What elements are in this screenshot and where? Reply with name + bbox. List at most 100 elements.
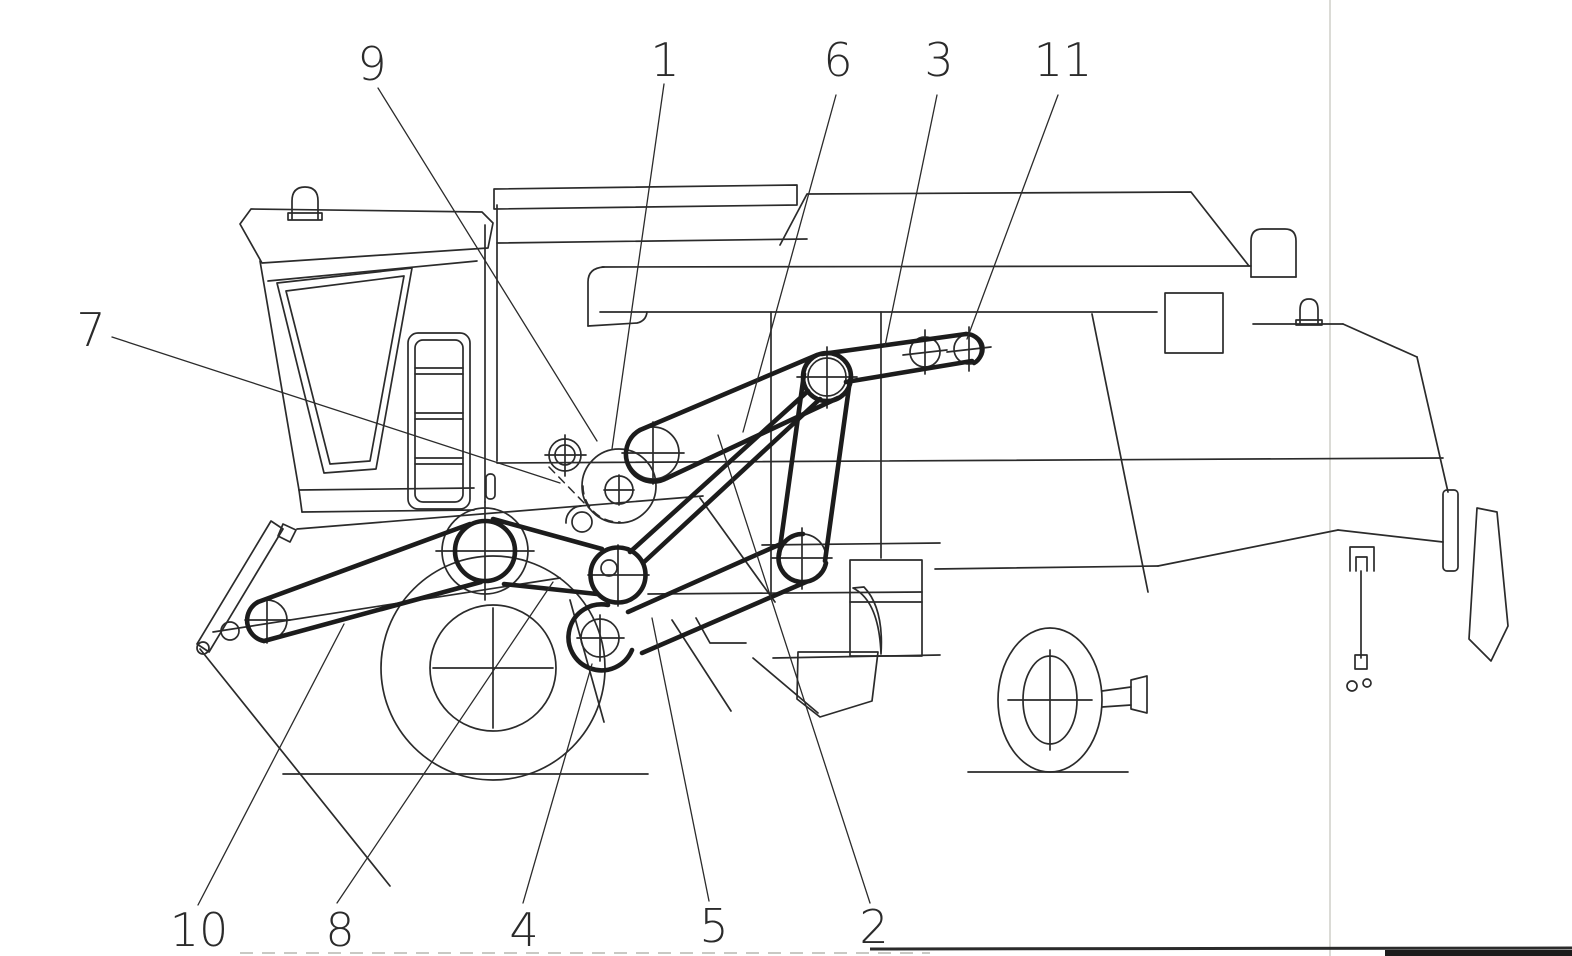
- cab-step: [301, 509, 475, 513]
- body-mid-line: [496, 457, 1444, 464]
- part-label-5: 5: [699, 899, 728, 953]
- chopper-bin: [796, 651, 879, 718]
- part-label-4: 4: [509, 903, 538, 956]
- machine-drawing: [196, 0, 1572, 956]
- belt-counter-bottom: [843, 358, 975, 385]
- bottom-border: [869, 946, 1572, 951]
- front-wheel-rim: [429, 604, 557, 732]
- line: [934, 565, 1159, 570]
- line: [752, 657, 819, 714]
- polyline: [1355, 556, 1368, 572]
- rear-beacon-base: [1295, 319, 1323, 326]
- belt-header-bottom: [261, 579, 484, 644]
- deck-underline: [496, 238, 808, 244]
- auger-elbow-bottom: [587, 311, 648, 327]
- leader-line-1: [611, 83, 665, 450]
- hitch-bracket: [1349, 546, 1375, 572]
- path: [566, 602, 635, 673]
- grab-handle: [485, 473, 496, 500]
- ladder-inner: [414, 339, 464, 503]
- leader-line-11: [966, 94, 1059, 340]
- path: [244, 599, 267, 644]
- belt-upper-mid-b: [640, 396, 823, 566]
- belt-upper-mid-a: [627, 388, 811, 555]
- part-label-10: 10: [170, 903, 229, 956]
- line: [1101, 704, 1132, 708]
- tensioner-link: [548, 466, 591, 510]
- belt-drum-mid-bottom: [501, 581, 600, 597]
- cab-roof-rail: [267, 260, 478, 282]
- leader-line-10: [197, 623, 345, 906]
- cab-window-outer: [276, 267, 413, 474]
- ladder-frame: [407, 332, 471, 510]
- circle: [600, 559, 618, 577]
- belt-upper-right-b: [822, 377, 853, 564]
- auger-spout: [1164, 292, 1224, 354]
- variator-housing: [581, 448, 657, 524]
- leader-lines: [111, 83, 1059, 906]
- tank-rear-wall: [1091, 313, 1149, 593]
- belt-bottom-right-b: [639, 579, 809, 656]
- rear-axle-cap: [1130, 675, 1148, 714]
- line: [1101, 686, 1132, 692]
- deflector-blade: [852, 586, 883, 655]
- path: [565, 505, 582, 524]
- cab-beacon-base: [287, 212, 323, 221]
- line: [1157, 529, 1339, 567]
- leader-line-4: [522, 663, 593, 904]
- polyline: [695, 617, 747, 644]
- part-label-1: 1: [650, 33, 679, 87]
- idler-pulley: [571, 511, 593, 533]
- rear-beacon: [1299, 298, 1319, 324]
- top-deck-strip: [493, 184, 798, 210]
- belt-header-top: [255, 521, 473, 605]
- engine-bay: [849, 559, 923, 657]
- belt-drum-ring: [452, 518, 518, 584]
- cab-floor: [298, 487, 475, 491]
- part-label-7: 7: [76, 303, 105, 357]
- rear-panel-strip: [1442, 489, 1459, 572]
- part-label-8: 8: [325, 903, 354, 956]
- path: [582, 485, 621, 523]
- rear-boot: [1468, 507, 1509, 662]
- part-label-6: 6: [823, 33, 852, 87]
- path: [963, 331, 985, 366]
- belt-top-a: [637, 352, 820, 433]
- leader-line-3: [884, 94, 938, 347]
- belt-mid-ring: [588, 545, 648, 605]
- path: [623, 427, 670, 484]
- leader-line-7: [111, 336, 561, 484]
- hitch-ring: [1346, 680, 1358, 692]
- bottom-border-heavy: [1385, 950, 1572, 956]
- cab-front-pillar: [259, 260, 300, 491]
- cab-roof: [239, 208, 494, 264]
- callout-labels: 9 1 6 3 11 7 10 8 4 5 2: [76, 33, 1092, 956]
- part-label-3: 3: [924, 33, 953, 87]
- divider-cap: [277, 523, 297, 543]
- line: [298, 489, 303, 513]
- hitch-hook: [1354, 654, 1368, 670]
- feeder-top-edge: [296, 495, 704, 530]
- leader-line-8: [336, 581, 554, 904]
- part-label-11: 11: [1034, 33, 1093, 87]
- grain-tank: [779, 191, 1250, 267]
- rear-bevel: [1342, 323, 1418, 358]
- line: [1337, 529, 1444, 543]
- line: [671, 619, 732, 712]
- leader-line-5: [651, 617, 710, 902]
- belt-upper-right-a: [776, 371, 807, 558]
- auger-tube-top: [601, 265, 1252, 268]
- header-skid-line: [199, 648, 391, 887]
- leader-line-6: [742, 94, 837, 433]
- leader-line-2: [717, 434, 871, 904]
- feeder-bottom-edge: [212, 577, 561, 633]
- crop-divider: [196, 520, 284, 653]
- belt-counter-top: [819, 331, 969, 357]
- line: [761, 542, 941, 546]
- part-label-9: 9: [357, 37, 386, 91]
- cab-window-inner: [285, 275, 405, 465]
- part-label-2: 2: [859, 900, 888, 954]
- line: [699, 497, 776, 603]
- auger-elbow: [587, 266, 605, 327]
- exhaust-stack: [1250, 228, 1297, 278]
